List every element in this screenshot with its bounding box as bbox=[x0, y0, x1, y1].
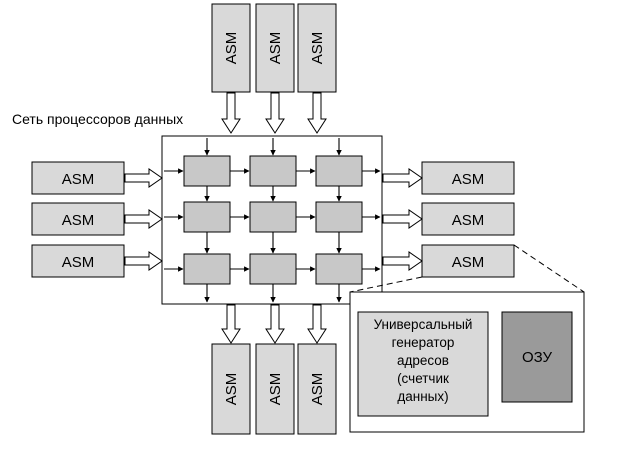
agu-line: Универсальный bbox=[374, 317, 473, 332]
processing-element bbox=[315, 155, 363, 187]
output-arrow-right-1 bbox=[382, 168, 423, 188]
left-asm-block-3: ASM bbox=[31, 244, 125, 278]
bottom-asm-block-3: ASM bbox=[297, 343, 337, 435]
processing-element bbox=[249, 253, 297, 285]
asm-label: ASM bbox=[452, 254, 485, 271]
output-arrow-right-3 bbox=[382, 251, 423, 271]
agu-line: данных) bbox=[397, 389, 448, 404]
processing-element bbox=[249, 201, 297, 233]
output-arrow-bottom-2 bbox=[265, 304, 285, 344]
processing-element-grid bbox=[164, 138, 381, 303]
processing-element bbox=[183, 253, 231, 285]
asm-label: ASM bbox=[309, 32, 326, 65]
asm-label: ASM bbox=[267, 373, 284, 406]
asm-label: ASM bbox=[62, 171, 95, 188]
bottom-asm-block-2: ASM bbox=[255, 343, 295, 435]
processing-element bbox=[249, 155, 297, 187]
input-arrow-left-1 bbox=[124, 168, 163, 188]
processing-element bbox=[315, 201, 363, 233]
input-arrow-left-3 bbox=[124, 251, 163, 271]
input-arrow-top-3 bbox=[307, 92, 327, 134]
address-generator-block: Универсальный генератор адресов (счетчик… bbox=[357, 311, 489, 417]
asm-label: ASM bbox=[452, 171, 485, 188]
asm-label: ASM bbox=[223, 373, 240, 406]
memory-block: ОЗУ bbox=[501, 311, 573, 403]
right-asm-block-3: ASM bbox=[421, 244, 515, 278]
network-title: Сеть процессоров данных bbox=[12, 111, 183, 127]
input-arrow-top-2 bbox=[265, 92, 285, 134]
processing-element bbox=[183, 201, 231, 233]
asm-label: ASM bbox=[62, 254, 95, 271]
agu-line: (счетчик bbox=[397, 371, 449, 386]
asm-label: ASM bbox=[452, 212, 485, 229]
output-arrow-bottom-1 bbox=[221, 304, 241, 344]
memory-label: ОЗУ bbox=[522, 349, 553, 366]
input-arrow-left-2 bbox=[124, 209, 163, 229]
top-asm-block-1: ASM bbox=[211, 3, 251, 93]
output-arrow-right-2 bbox=[382, 209, 423, 229]
processing-element bbox=[183, 155, 231, 187]
top-asm-block-2: ASM bbox=[255, 3, 295, 93]
agu-line: генератор bbox=[392, 335, 455, 350]
right-asm-block-1: ASM bbox=[421, 161, 515, 195]
agu-line: адресов bbox=[397, 353, 449, 368]
right-asm-block-2: ASM bbox=[421, 202, 515, 236]
asm-label: ASM bbox=[223, 32, 240, 65]
input-arrow-top-1 bbox=[221, 92, 241, 134]
top-asm-block-3: ASM bbox=[297, 3, 337, 93]
zoom-line-right bbox=[513, 244, 585, 293]
bottom-asm-block-1: ASM bbox=[211, 343, 251, 435]
asm-label: ASM bbox=[62, 212, 95, 229]
processing-element bbox=[315, 253, 363, 285]
left-asm-block-1: ASM bbox=[31, 161, 125, 195]
asm-label: ASM bbox=[309, 373, 326, 406]
zoom-line-left bbox=[349, 276, 423, 293]
output-arrow-bottom-3 bbox=[307, 304, 327, 344]
left-asm-block-2: ASM bbox=[31, 202, 125, 236]
asm-label: ASM bbox=[267, 32, 284, 65]
